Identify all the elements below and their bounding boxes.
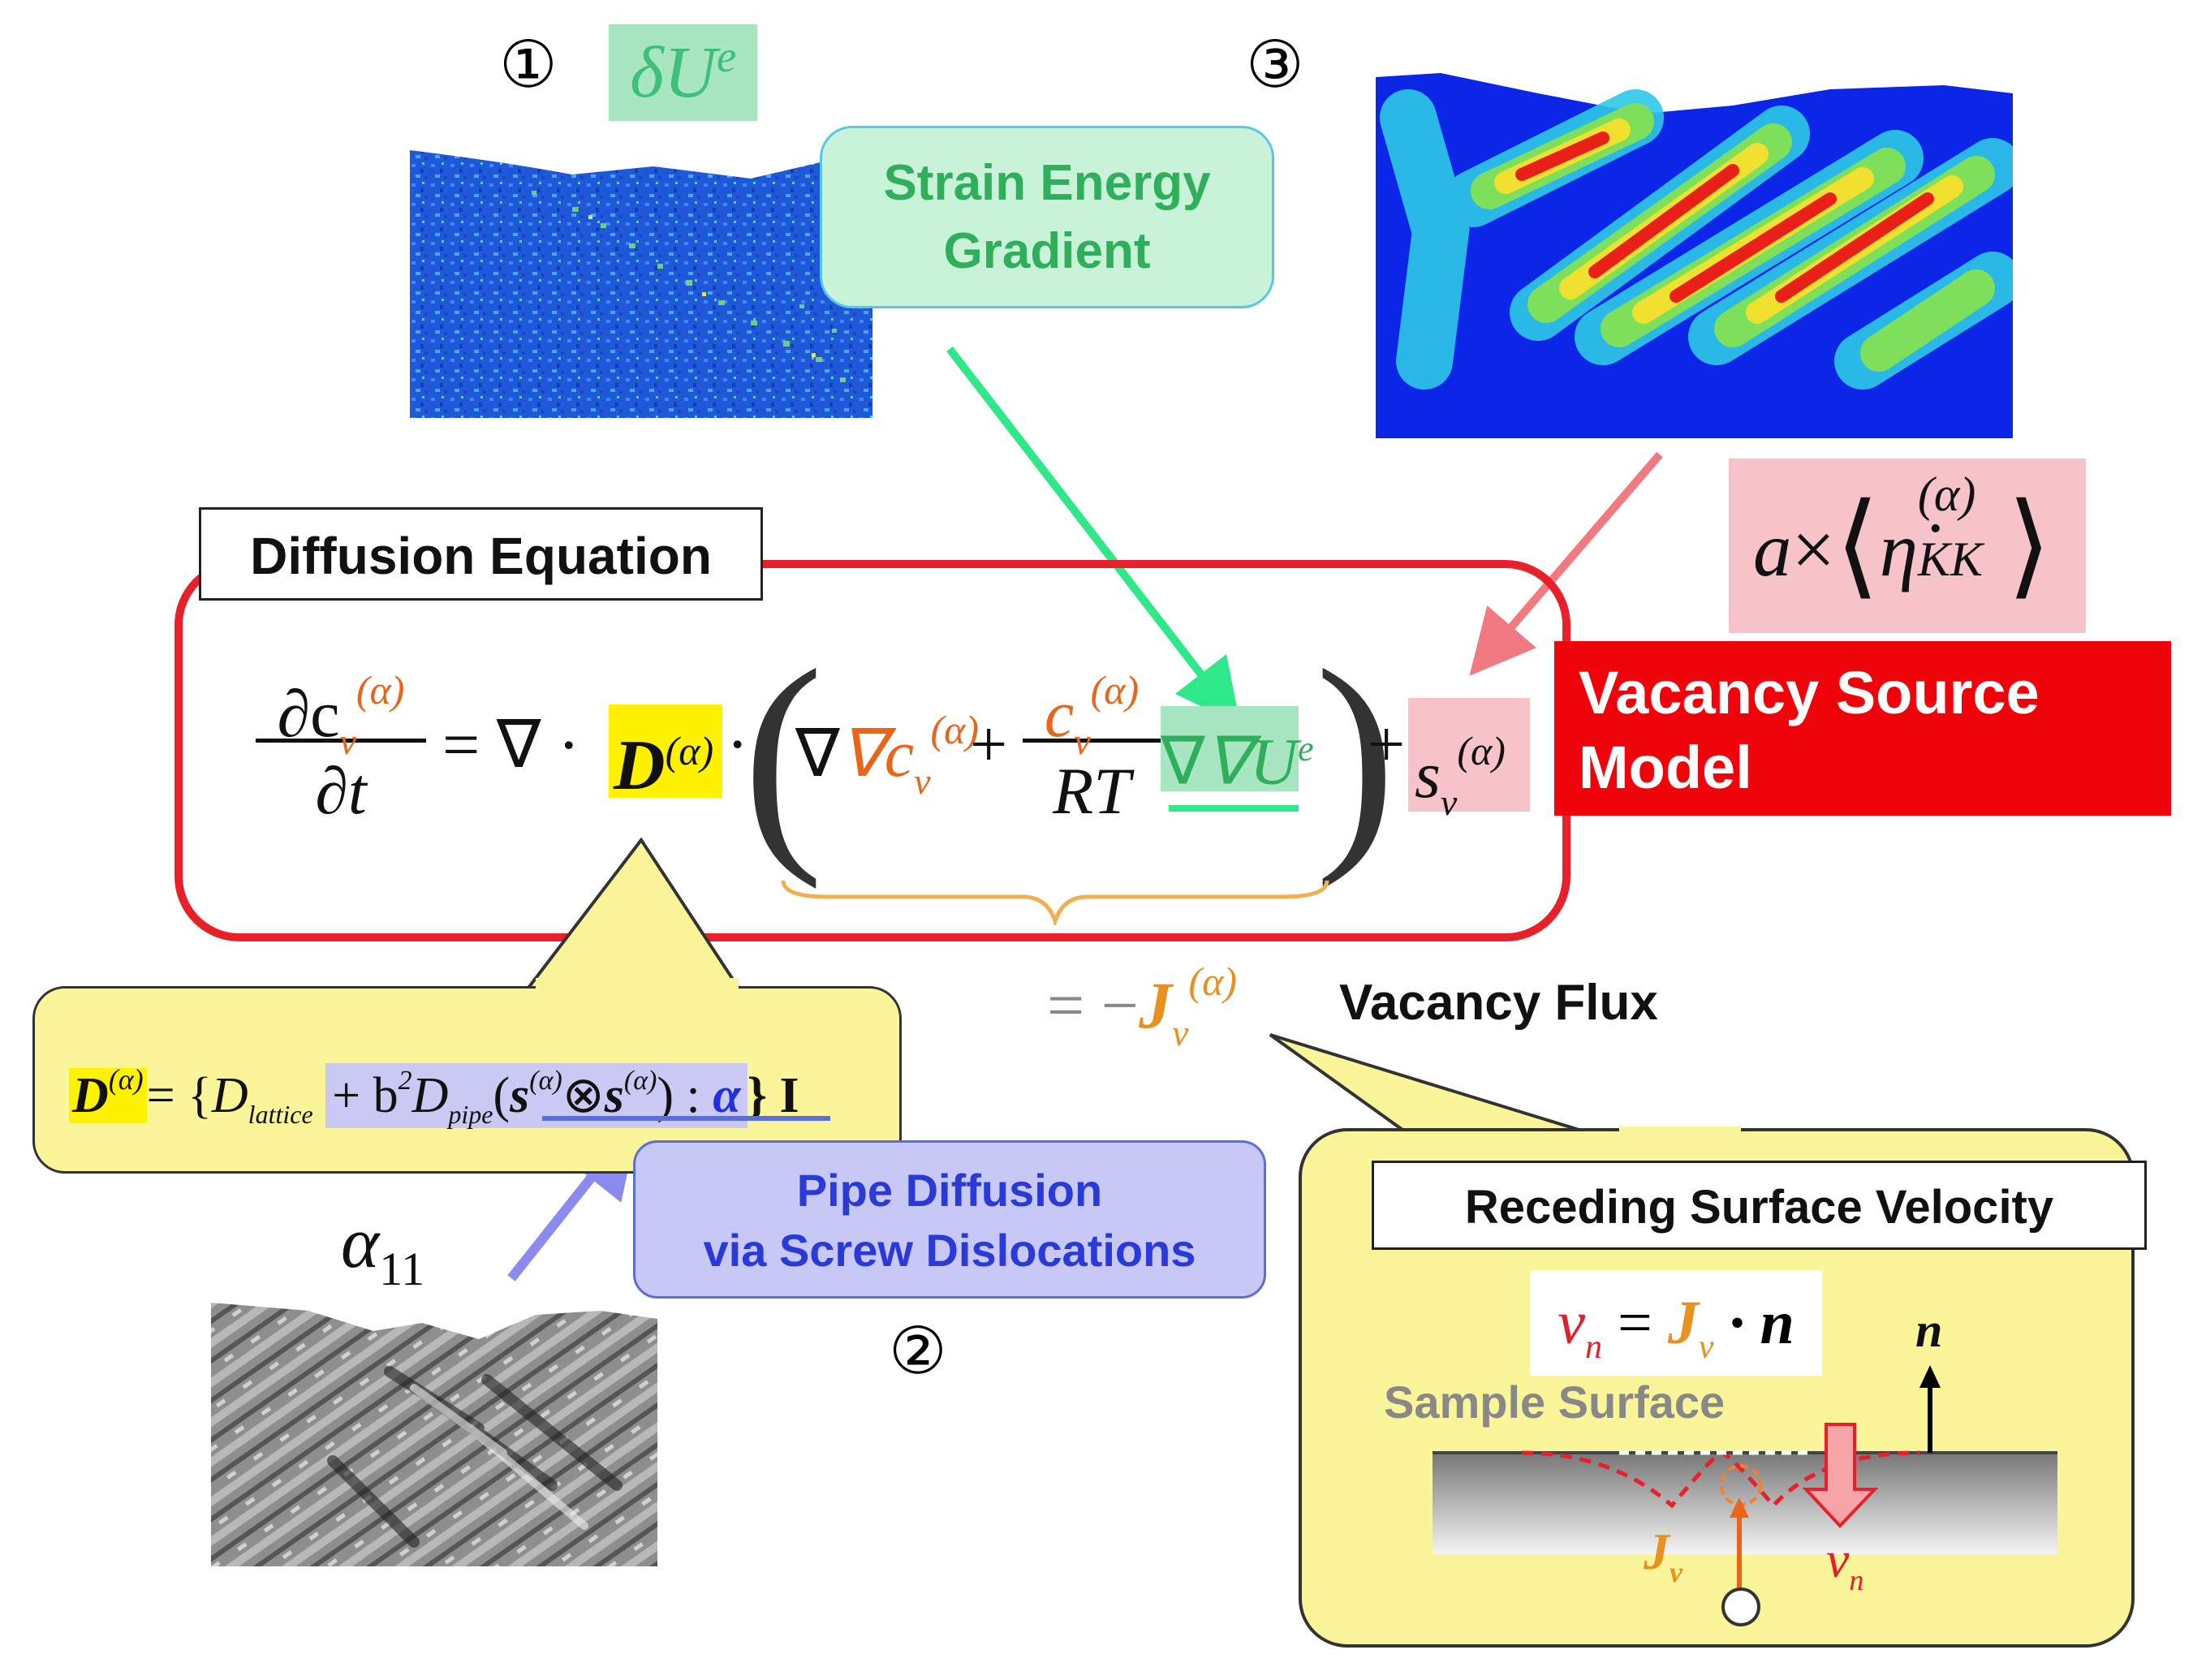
pipe-formula: D(α)= {Dlattice + b2Dpipe(s(α)⊗s(α)) : α… [69,1031,799,1129]
J-v-label: Jv [1644,1523,1682,1588]
surface-callout-pointer [1269,1033,1717,1150]
green-arrow [946,346,1241,726]
normal-n-label: n [1915,1303,1943,1357]
surface-schematic [1433,1365,2057,1626]
step-3-label: ③ [1246,27,1304,102]
diffusion-equation-title: Diffusion Equation [199,507,763,601]
vacancy-source-term: sv(α) [1408,698,1530,823]
vacancy-source-map [1376,73,2013,438]
strain-callout-line2: Gradient [943,223,1151,279]
pipe-term: + b2Dpipe(s(α)⊗s(α)) : α [325,1063,748,1129]
vacancy-flux-label: Vacancy Flux [1339,975,1658,1031]
time-derivative: ∂cv(α) ∂t [256,641,426,832]
vacancy-flux-expression: = −Jv(α) [1047,958,1237,1053]
alpha11-label: α11 [341,1203,425,1295]
delta-ue-label: δUe [609,24,758,121]
strain-energy-gradient-callout: Strain Energy Gradient [820,126,1274,308]
strain-callout-line1: Strain Energy [883,155,1211,211]
surface-velocity-formula: vn = Jv · n [1530,1270,1822,1376]
dislocation-density-map [211,1303,657,1566]
grad-c: ∇∇cv(α) [795,707,980,802]
flux-brace [781,880,1329,925]
step-1-label: ① [499,27,558,102]
receding-surface-title: Receding Surface Velocity [1372,1161,2147,1250]
step-2-label: ② [889,1313,947,1389]
grad-strain-energy: ∇∇Ue [1161,706,1313,798]
v-n-label: vn [1826,1531,1864,1596]
pipe-diffusion-callout: Pipe Diffusion via Screw Dislocations [633,1140,1266,1299]
diffusion-tensor-D: D(α) [609,704,722,805]
pipe-callout-pointer [519,837,746,996]
sample-surface-label: Sample Surface [1384,1376,1726,1428]
diffusion-equation: ∂cv(α) ∂t = ∇ · D(α) · ( ∇∇cv(α) + cv(α)… [252,633,1550,885]
strain-energy-map [410,150,872,418]
source-rate-expression: a×⟨η̇(α)KK⟩ [1729,459,2086,633]
vacancy-source-model-label: Vacancy Source Model [1554,641,2171,816]
equals-divergence: = ∇ · [442,708,580,782]
c-over-rt: cv(α) RT [1023,641,1161,832]
